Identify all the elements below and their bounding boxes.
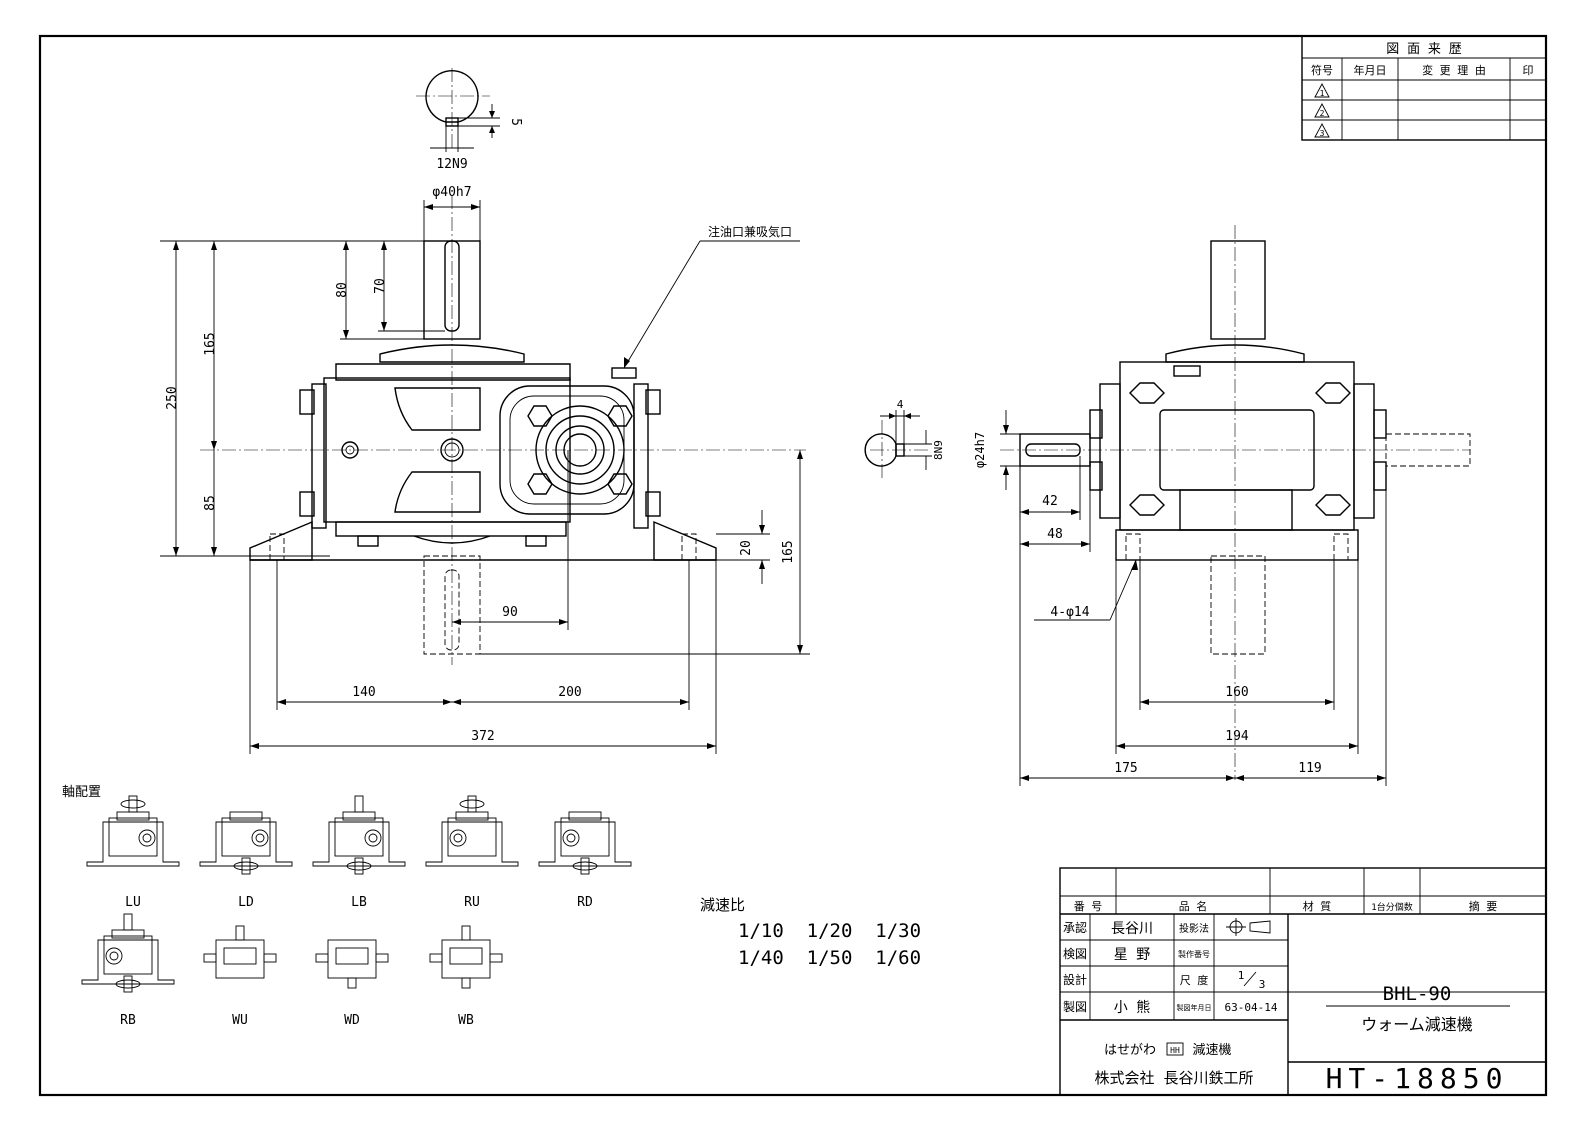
arrangement-ld-label: LD	[238, 895, 254, 910]
col-remarks: 摘 要	[1469, 899, 1498, 913]
dim-250: 250	[165, 386, 180, 409]
draft-name: 小 熊	[1114, 1000, 1150, 1016]
revision-symbol-3: 3	[1314, 123, 1330, 138]
dim-85: 85	[203, 495, 218, 511]
svg-text:3: 3	[1320, 129, 1325, 138]
dim-194: 194	[1225, 729, 1249, 744]
dim-160: 160	[1225, 685, 1248, 700]
dim-side-shaft-dia: φ24h7	[973, 432, 987, 468]
arrangement-rd-icon	[538, 811, 632, 875]
dim-holes: 4-φ14	[1050, 605, 1089, 620]
dim-key-width: 12N9	[436, 157, 467, 172]
keyway-detail-top: 5 12N9	[416, 68, 523, 172]
dim-175: 175	[1114, 761, 1137, 776]
approve-label: 承認	[1063, 920, 1087, 935]
product-name: ウォーム減速機	[1361, 1015, 1473, 1034]
svg-text:2: 2	[1320, 109, 1325, 118]
revision-header-symbol: 符号	[1311, 64, 1333, 77]
arrangement-rb-label: RB	[120, 1013, 136, 1028]
svg-text:1: 1	[1320, 89, 1325, 98]
col-no: 番 号	[1074, 900, 1103, 913]
arrangement-wu-label: WU	[232, 1013, 248, 1028]
arrangement-wb-label: WB	[458, 1013, 474, 1028]
arrangement-wd-icon	[315, 939, 389, 989]
arrangement-lu-icon	[86, 795, 180, 867]
brand-logo	[1166, 1042, 1184, 1056]
arrangement-ru-icon	[425, 795, 519, 867]
title-block: 番 号 品 名 材 質 1台分個数 摘 要 承認 長谷川 投影法 検図 星 野 …	[1059, 867, 1547, 1096]
arrangement-ld-icon	[199, 811, 293, 875]
arrangement-ru-label: RU	[464, 895, 480, 910]
arrangement-lb-icon	[312, 795, 406, 875]
dim-20: 20	[739, 540, 754, 556]
scale-label: 尺 度	[1180, 973, 1209, 987]
arrangement-rb-icon	[81, 913, 175, 993]
side-view: φ24h7 42 48 4-φ14 160 194	[973, 225, 1471, 786]
brand-suffix: 減速機	[1192, 1042, 1231, 1058]
draft-label: 製図	[1063, 1000, 1087, 1014]
keyway-detail-side: 4 8N9	[864, 398, 945, 480]
arrangement-icons: LU LD LB RU	[81, 795, 632, 1028]
shaft-arrangement-title: 軸配置	[62, 785, 101, 800]
scale-denominator: 3	[1259, 978, 1266, 991]
approve-name: 長谷川	[1111, 921, 1153, 937]
revision-header-stamp: 印	[1523, 64, 1534, 77]
dim-side-key-width: 4	[897, 398, 904, 411]
arrangement-wu-icon	[203, 925, 277, 979]
revision-symbol-1: 1	[1314, 83, 1330, 98]
dim-165-upper: 165	[203, 332, 218, 355]
revision-title: 図 面 来 歴	[1386, 42, 1461, 57]
dim-200: 200	[558, 685, 581, 700]
revision-header-reason: 変 更 理 由	[1422, 63, 1486, 77]
arrangement-wd-label: WD	[344, 1013, 360, 1028]
brand-logo-text: HH	[1170, 1046, 1180, 1055]
projection-label: 投影法	[1179, 922, 1209, 935]
dim-48: 48	[1047, 527, 1063, 542]
dim-key-depth: 5	[508, 118, 523, 126]
arrangement-lu-label: LU	[125, 895, 141, 910]
dim-shaft-dia: φ40h7	[432, 185, 471, 200]
dim-165-lower: 165	[781, 540, 796, 563]
dim-90: 90	[502, 605, 518, 620]
col-name: 品 名	[1179, 899, 1208, 913]
dim-side-key-n9: 8N9	[932, 440, 945, 460]
company-name: 株式会社 長谷川鉄工所	[1094, 1069, 1253, 1087]
arrangement-rd-label: RD	[577, 895, 593, 910]
model-name: BHL-90	[1383, 983, 1452, 1005]
prod-no-label: 製作番号	[1178, 949, 1210, 959]
revision-table: 図 面 来 歴 符号 年月日 変 更 理 由 印 1 2 3	[1301, 35, 1547, 141]
brand-name: はせがわ	[1104, 1043, 1156, 1058]
scale-numerator: 1	[1238, 969, 1245, 982]
design-label: 設計	[1063, 972, 1087, 987]
col-material: 材 質	[1303, 899, 1332, 913]
revision-symbol-2: 2	[1314, 103, 1330, 118]
date-label: 製図年月日	[1177, 1003, 1212, 1012]
front-view: 250 165 85 80 70 φ40h7 20	[160, 185, 810, 754]
projection-symbol	[1226, 918, 1271, 936]
dim-80: 80	[335, 282, 350, 298]
arrangement-wb-icon	[429, 925, 503, 989]
arrangement-lb-label: LB	[351, 895, 367, 910]
check-name: 星 野	[1114, 947, 1150, 963]
dim-119: 119	[1298, 761, 1321, 776]
check-label: 検図	[1063, 947, 1087, 961]
reduction-title: 減速比	[700, 896, 745, 914]
dim-140: 140	[352, 685, 375, 700]
dim-372: 372	[471, 729, 494, 744]
reduction-line-1: 1/10 1/20 1/30	[738, 920, 921, 942]
dim-42: 42	[1042, 494, 1058, 509]
drawing-number: HT-18850	[1326, 1062, 1509, 1095]
dim-70: 70	[373, 278, 388, 294]
revision-header-date: 年月日	[1354, 63, 1387, 77]
col-qty: 1台分個数	[1371, 901, 1412, 913]
oil-port-label: 注油口兼吸気口	[708, 224, 792, 239]
draw-date: 63-04-14	[1225, 1001, 1278, 1014]
reduction-line-2: 1/40 1/50 1/60	[738, 947, 921, 969]
sheet-border	[38, 34, 1548, 1097]
